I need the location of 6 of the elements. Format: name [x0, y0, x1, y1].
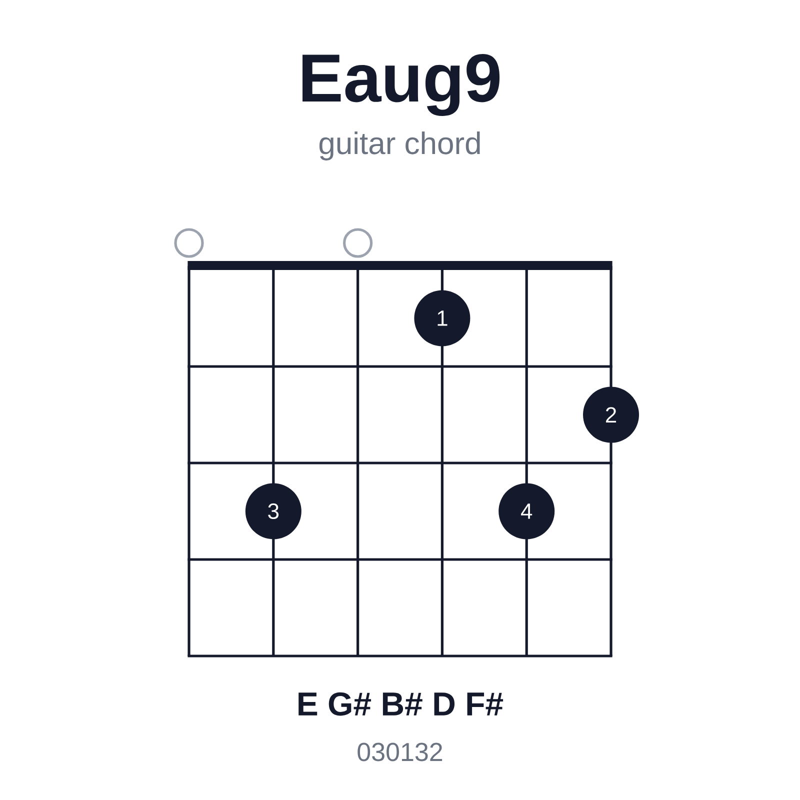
chord-title: Eaug9 — [302, 54, 500, 116]
fret-numbers: 030132 — [358, 742, 442, 762]
open-string-circle — [174, 228, 204, 258]
chord-type-label: guitar chord — [319, 132, 480, 160]
open-string-circle — [343, 228, 373, 258]
note-names: E G# B# D F# — [298, 692, 504, 716]
